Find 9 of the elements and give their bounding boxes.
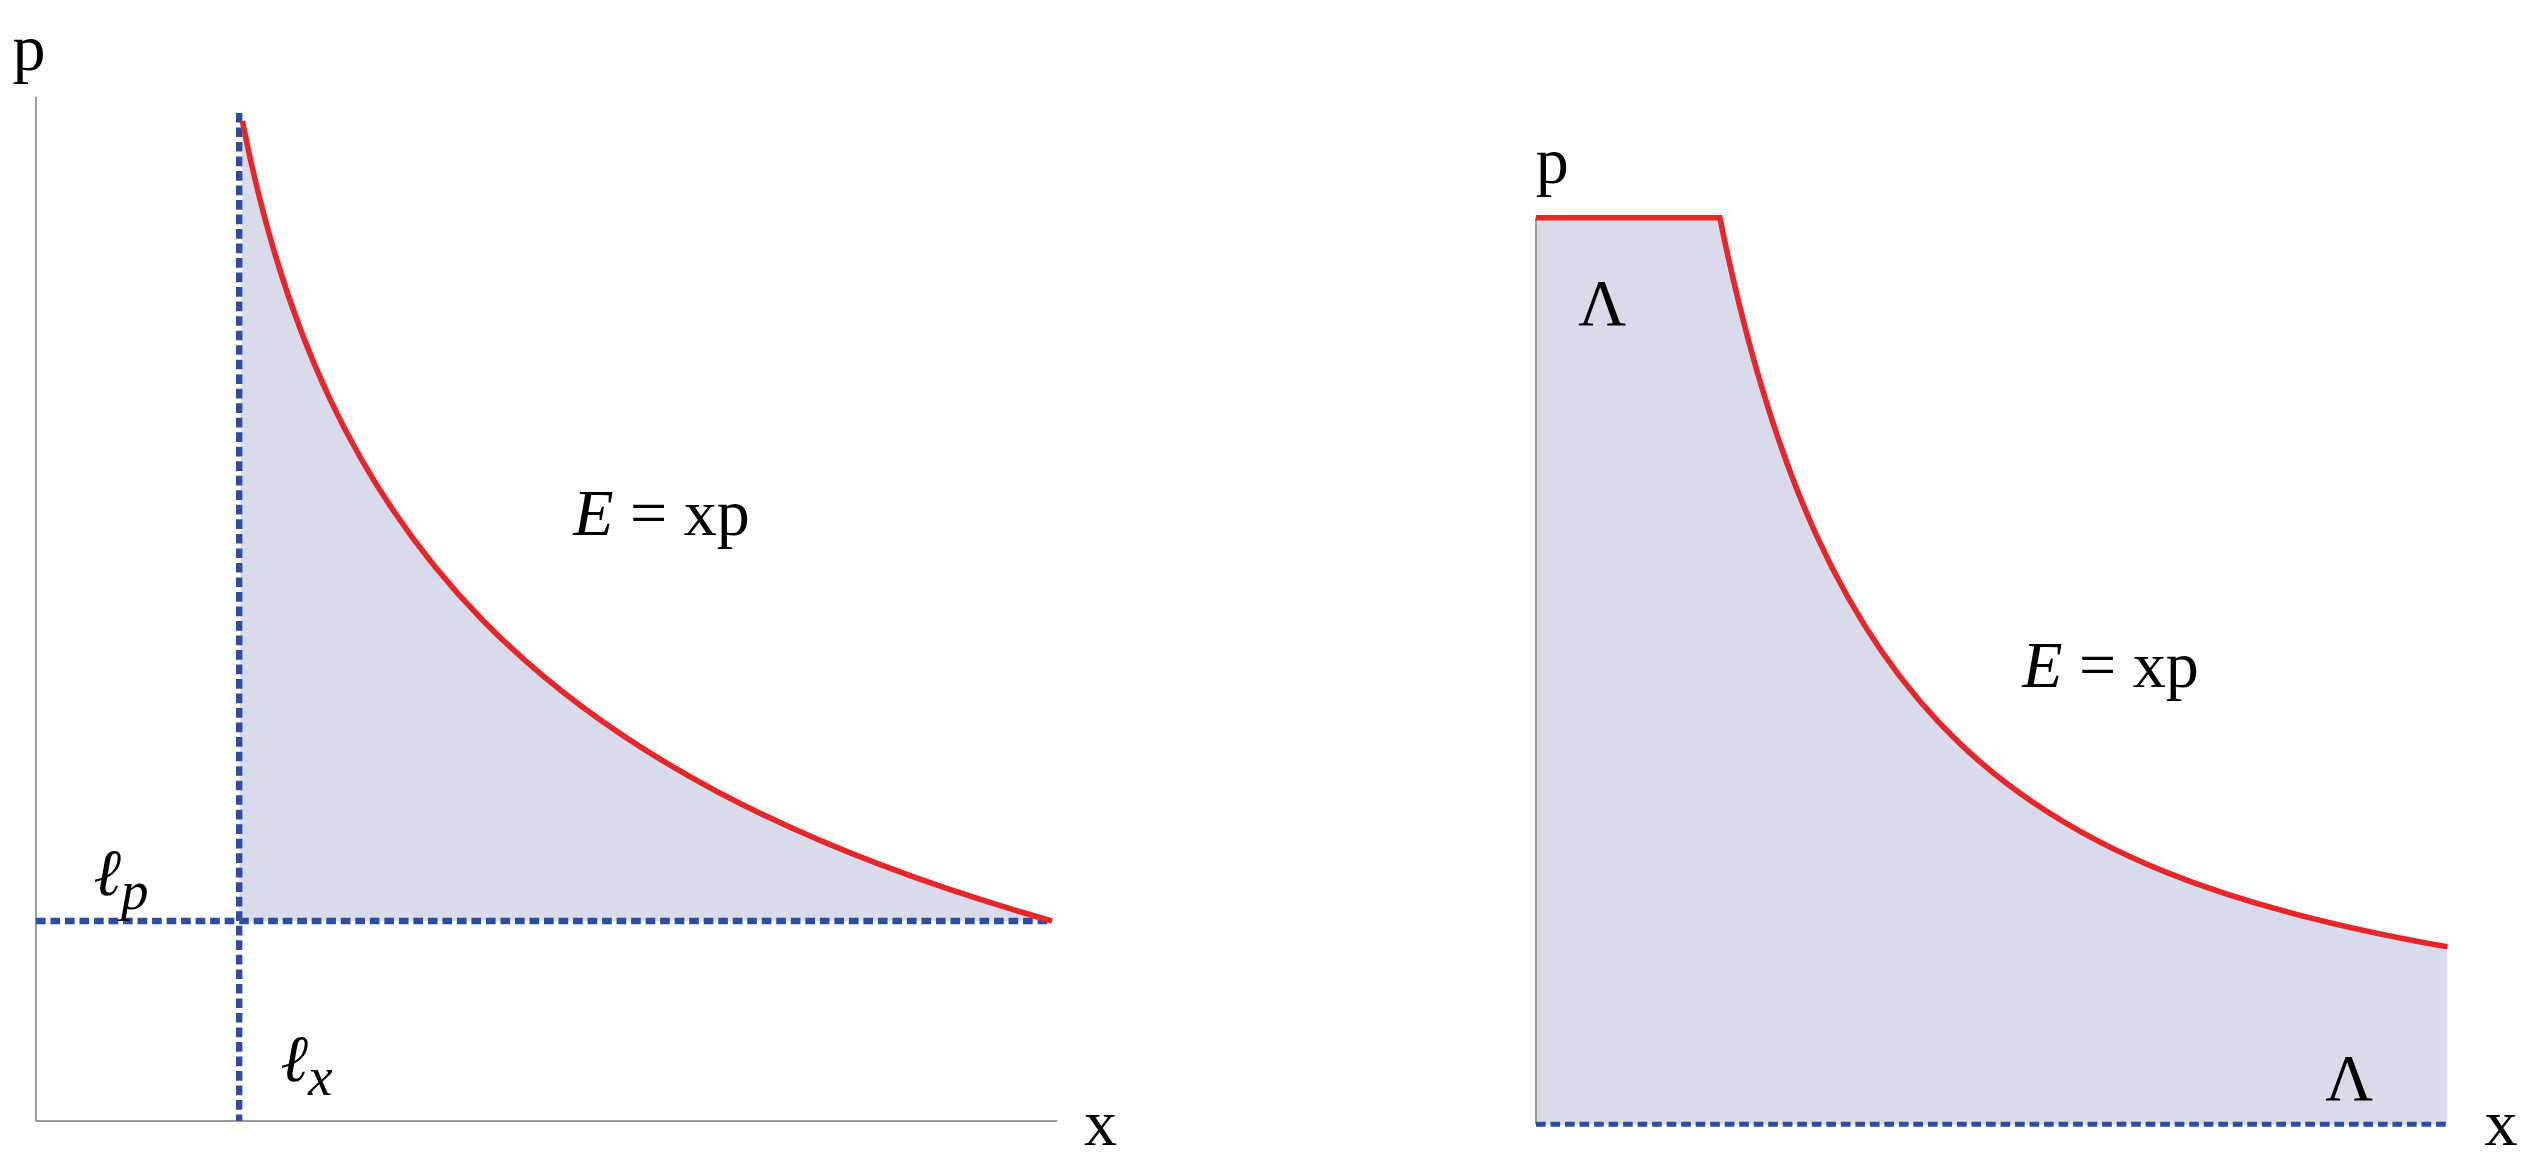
symbol-label: ℓ$_{p}$ [93,840,149,919]
axis-label: p [12,15,46,82]
symbol-label: Λ [1578,270,1627,337]
axis-label: x [2484,1090,2518,1156]
symbol-label: Λ [2325,1044,2374,1111]
equation-label: E = xp [573,480,750,547]
symbol-label: ℓ$_{x}$ [280,1025,333,1104]
axis-label: x [1083,1090,1117,1156]
axis-label: p [1535,128,1569,195]
